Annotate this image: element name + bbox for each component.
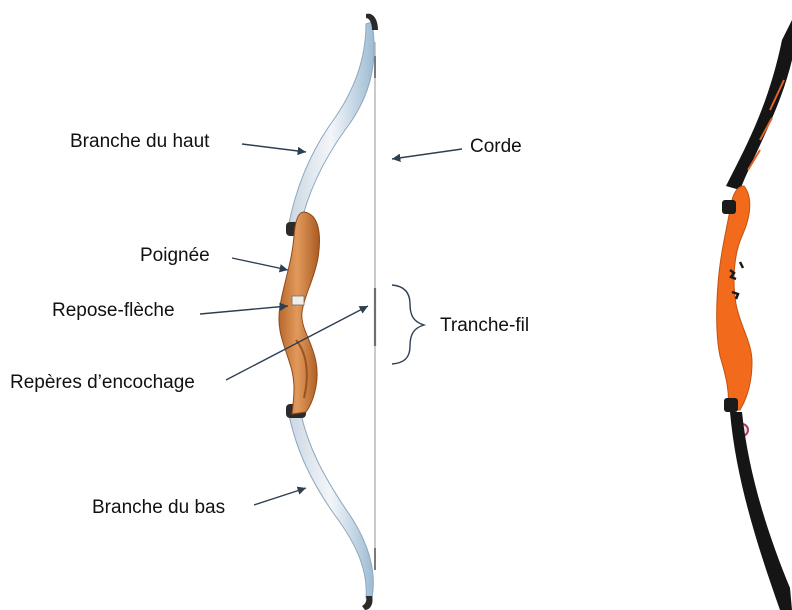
label-arrow-rest: Repose-flèche	[52, 300, 175, 322]
right-upper-limb	[726, 20, 792, 190]
upper-limb-arrow	[242, 144, 306, 152]
label-nocking-points: Repères d’encochage	[10, 372, 195, 394]
lower-limb	[288, 410, 373, 598]
right-lower-limb	[730, 412, 792, 610]
lower-limb-arrow	[254, 488, 306, 505]
right-riser	[717, 186, 752, 410]
upper-limb	[288, 22, 374, 228]
label-serving: Tranche-fil	[440, 315, 529, 337]
right-upper-bolt	[722, 200, 736, 214]
serving-brace	[392, 285, 424, 364]
right-lower-bolt	[724, 398, 738, 412]
label-grip: Poignée	[140, 245, 210, 267]
grip-arrow	[232, 258, 288, 270]
lower-limb-tip	[362, 596, 373, 610]
arrow-rest	[292, 296, 304, 305]
string-arrow	[392, 149, 462, 159]
label-string: Corde	[470, 136, 522, 158]
label-upper-limb: Branche du haut	[70, 131, 209, 153]
arrow-rest-arrow	[200, 306, 288, 314]
riser	[279, 212, 320, 414]
label-lower-limb: Branche du bas	[92, 497, 225, 519]
